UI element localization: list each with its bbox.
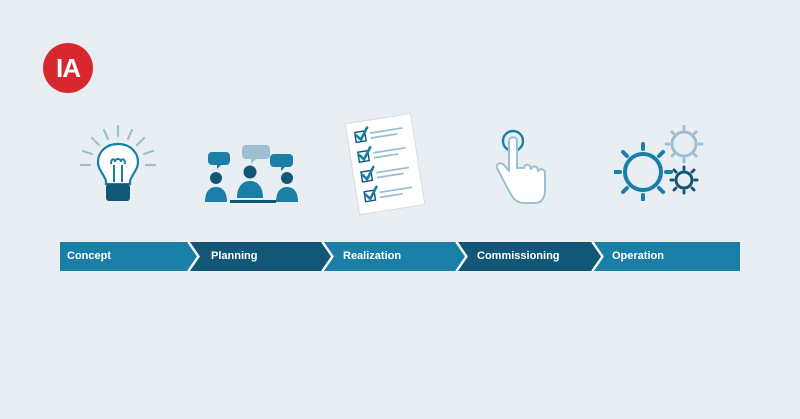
separator-chevron [455, 242, 467, 271]
checklist-icon [340, 110, 432, 223]
separator-chevron [591, 242, 603, 271]
touch-hand-icon [487, 127, 551, 214]
logo-text: IA [56, 53, 81, 83]
separator-chevron [321, 242, 333, 271]
step-label-realization: Realization [343, 250, 402, 262]
step-segment-realization [324, 242, 466, 271]
process-band: Concept Planning Realization Commissioni… [60, 242, 740, 271]
step-label-operation: Operation [612, 250, 664, 262]
step-segment-operation [594, 242, 740, 271]
step-segment-concept [60, 242, 198, 271]
lightbulb-icon [78, 124, 158, 211]
meeting-people-icon [203, 142, 299, 211]
ia-logo: IA [43, 43, 93, 93]
separator-chevron [187, 242, 199, 271]
step-label-commissioning: Commissioning [477, 250, 560, 262]
step-label-concept: Concept [67, 250, 111, 262]
step-segment-commissioning [458, 242, 602, 271]
step-segment-planning [190, 242, 332, 271]
step-label-planning: Planning [211, 250, 258, 262]
gears-icon [613, 124, 706, 206]
